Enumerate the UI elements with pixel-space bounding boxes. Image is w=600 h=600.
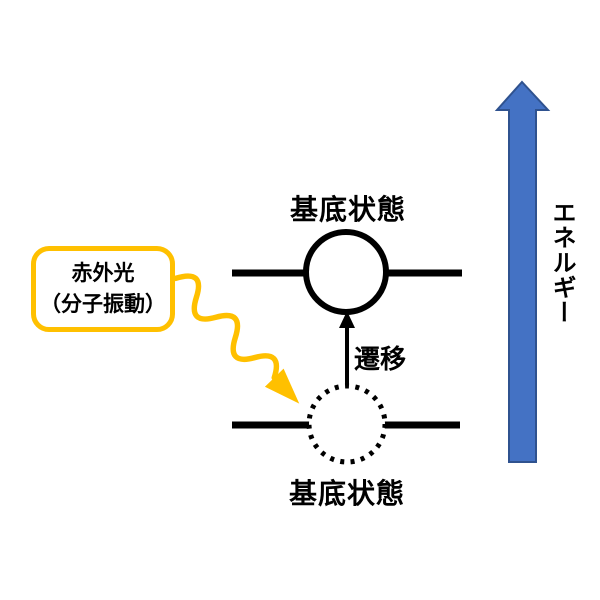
transition-arrow	[339, 311, 355, 385]
transition-label: 遷移	[354, 344, 407, 374]
energy-axis-arrow	[494, 80, 551, 463]
infrared-wavy-arrow	[172, 273, 300, 404]
lower-state-circle	[306, 383, 388, 465]
infrared-wavy-arrow-head	[264, 368, 300, 404]
infrared-light-callout: 赤外光 （分子振動）	[31, 246, 175, 332]
energy-axis-label: エネルギー	[548, 200, 575, 325]
upper-state-label: 基底状態	[289, 194, 406, 225]
infrared-label-line2: （分子振動）	[40, 293, 166, 316]
infrared-label-line1: 赤外光	[71, 261, 135, 285]
lower-state-label: 基底状態	[288, 478, 405, 509]
upper-state-circle	[303, 229, 389, 315]
infrared-wavy-arrow-path	[172, 273, 280, 381]
transition-arrow-head	[339, 311, 355, 328]
